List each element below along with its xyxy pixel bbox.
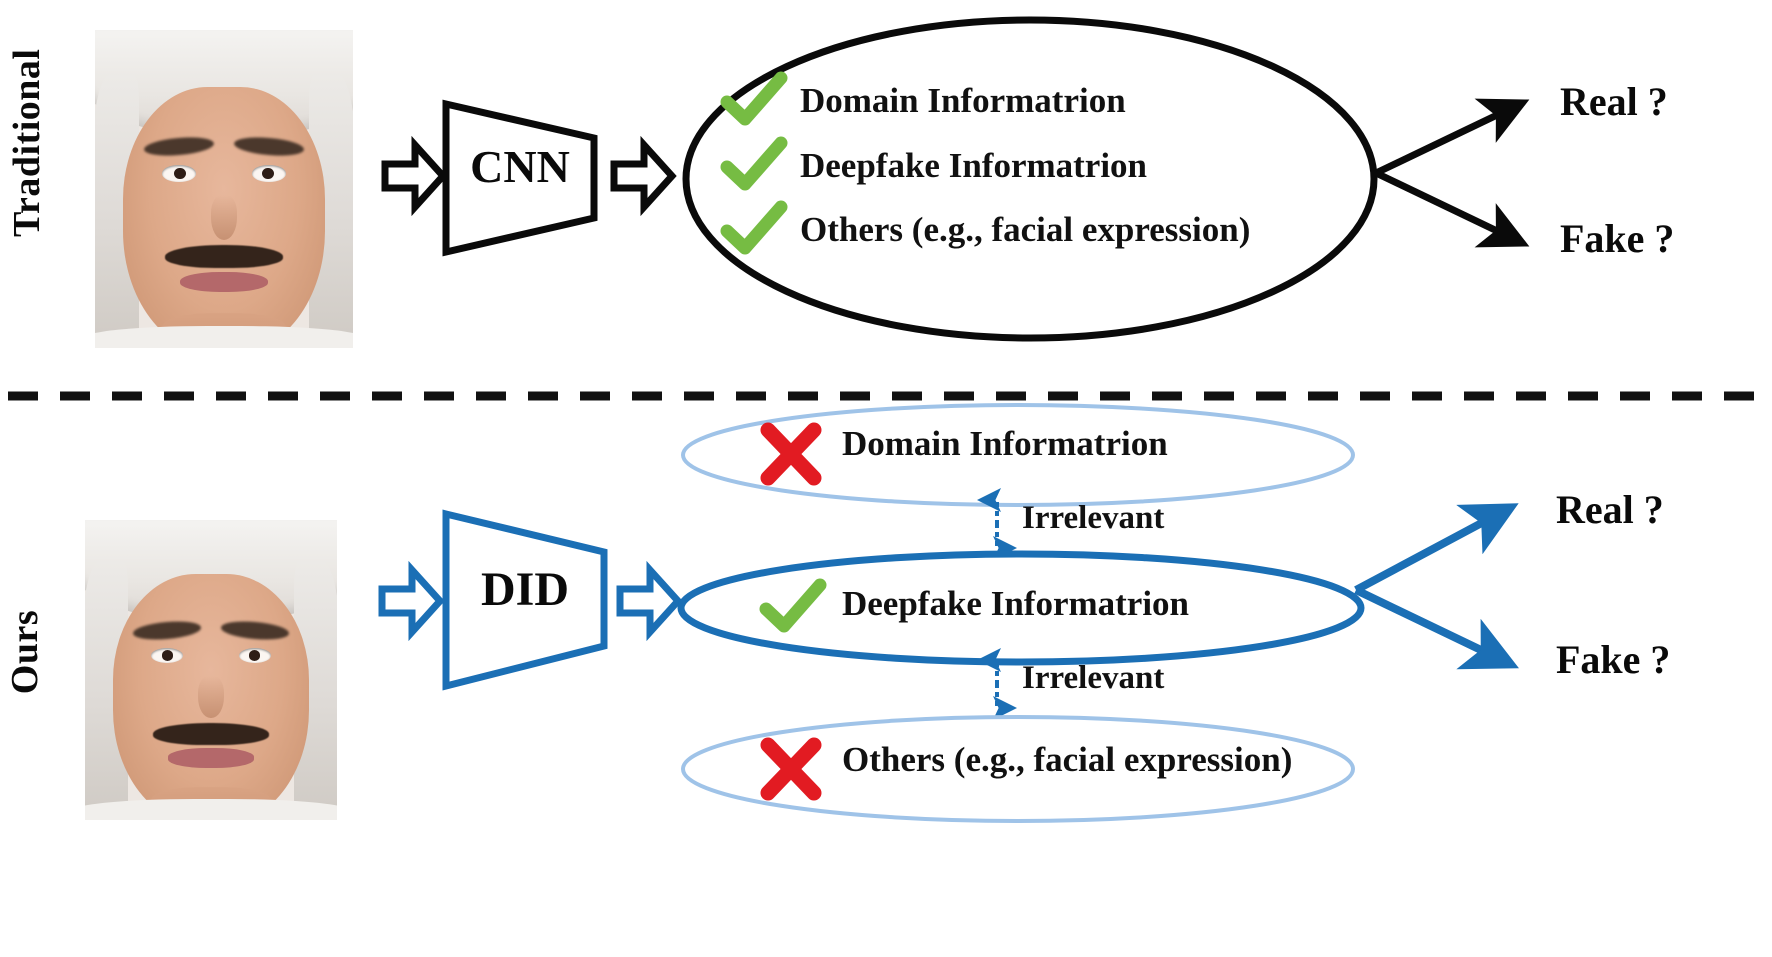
encoder-label-did: DID: [480, 563, 569, 616]
check-icon: [759, 578, 827, 634]
check-icon: [720, 136, 788, 192]
output-arrow-ours: [616, 560, 683, 642]
decision-arrows-ours: [1348, 490, 1538, 680]
feature-ellipse-ours-domain: [678, 400, 1358, 510]
feature-label-ours-2: Others (e.g., facial expression): [842, 740, 1293, 779]
feature-label-traditional-0: Domain Informatrion: [800, 81, 1126, 120]
decision-arrows-traditional: [1368, 85, 1548, 255]
input-face-image-traditional: [95, 30, 353, 348]
double-arrow-vertical-icon: [977, 648, 1017, 720]
cross-icon: [760, 737, 822, 801]
feature-label-ours-0: Domain Informatrion: [842, 424, 1168, 463]
feature-label-traditional-1: Deepfake Informatrion: [800, 146, 1148, 185]
encoder-trapezoid-did: [440, 509, 610, 691]
row-label-traditional: Traditional: [6, 48, 48, 238]
feature-label-ours-1: Deepfake Informatrion: [842, 584, 1190, 623]
encoder-trapezoid-cnn: [440, 99, 600, 257]
outcome-label-ours-fake: Fake ?: [1556, 637, 1671, 682]
feature-ellipse-traditional: [680, 14, 1380, 344]
outcome-label-traditional-fake: Fake ?: [1560, 216, 1675, 261]
feature-label-traditional-2: Others (e.g., facial expression): [800, 210, 1251, 249]
double-arrow-vertical-icon: [977, 488, 1017, 560]
feature-ellipse-ours-others: [678, 712, 1358, 827]
outcome-label-ours-real: Real ?: [1556, 487, 1664, 532]
feature-ellipse-ours-deepfake: [676, 548, 1366, 668]
encoder-label-cnn: CNN: [470, 141, 570, 192]
output-arrow-traditional: [610, 135, 677, 217]
check-icon: [720, 200, 788, 256]
input-arrow-traditional: [381, 135, 448, 217]
input-arrow-ours: [378, 560, 445, 642]
input-face-image-ours: [85, 520, 337, 820]
row-label-ours: Ours: [4, 609, 46, 695]
cross-icon: [760, 422, 822, 486]
outcome-label-traditional-real: Real ?: [1560, 79, 1668, 124]
separator-label-ours-0: Irrelevant: [1022, 500, 1165, 536]
separator-label-ours-1: Irrelevant: [1022, 660, 1165, 696]
dashed-section-divider: [0, 388, 1772, 404]
check-icon: [720, 71, 788, 127]
